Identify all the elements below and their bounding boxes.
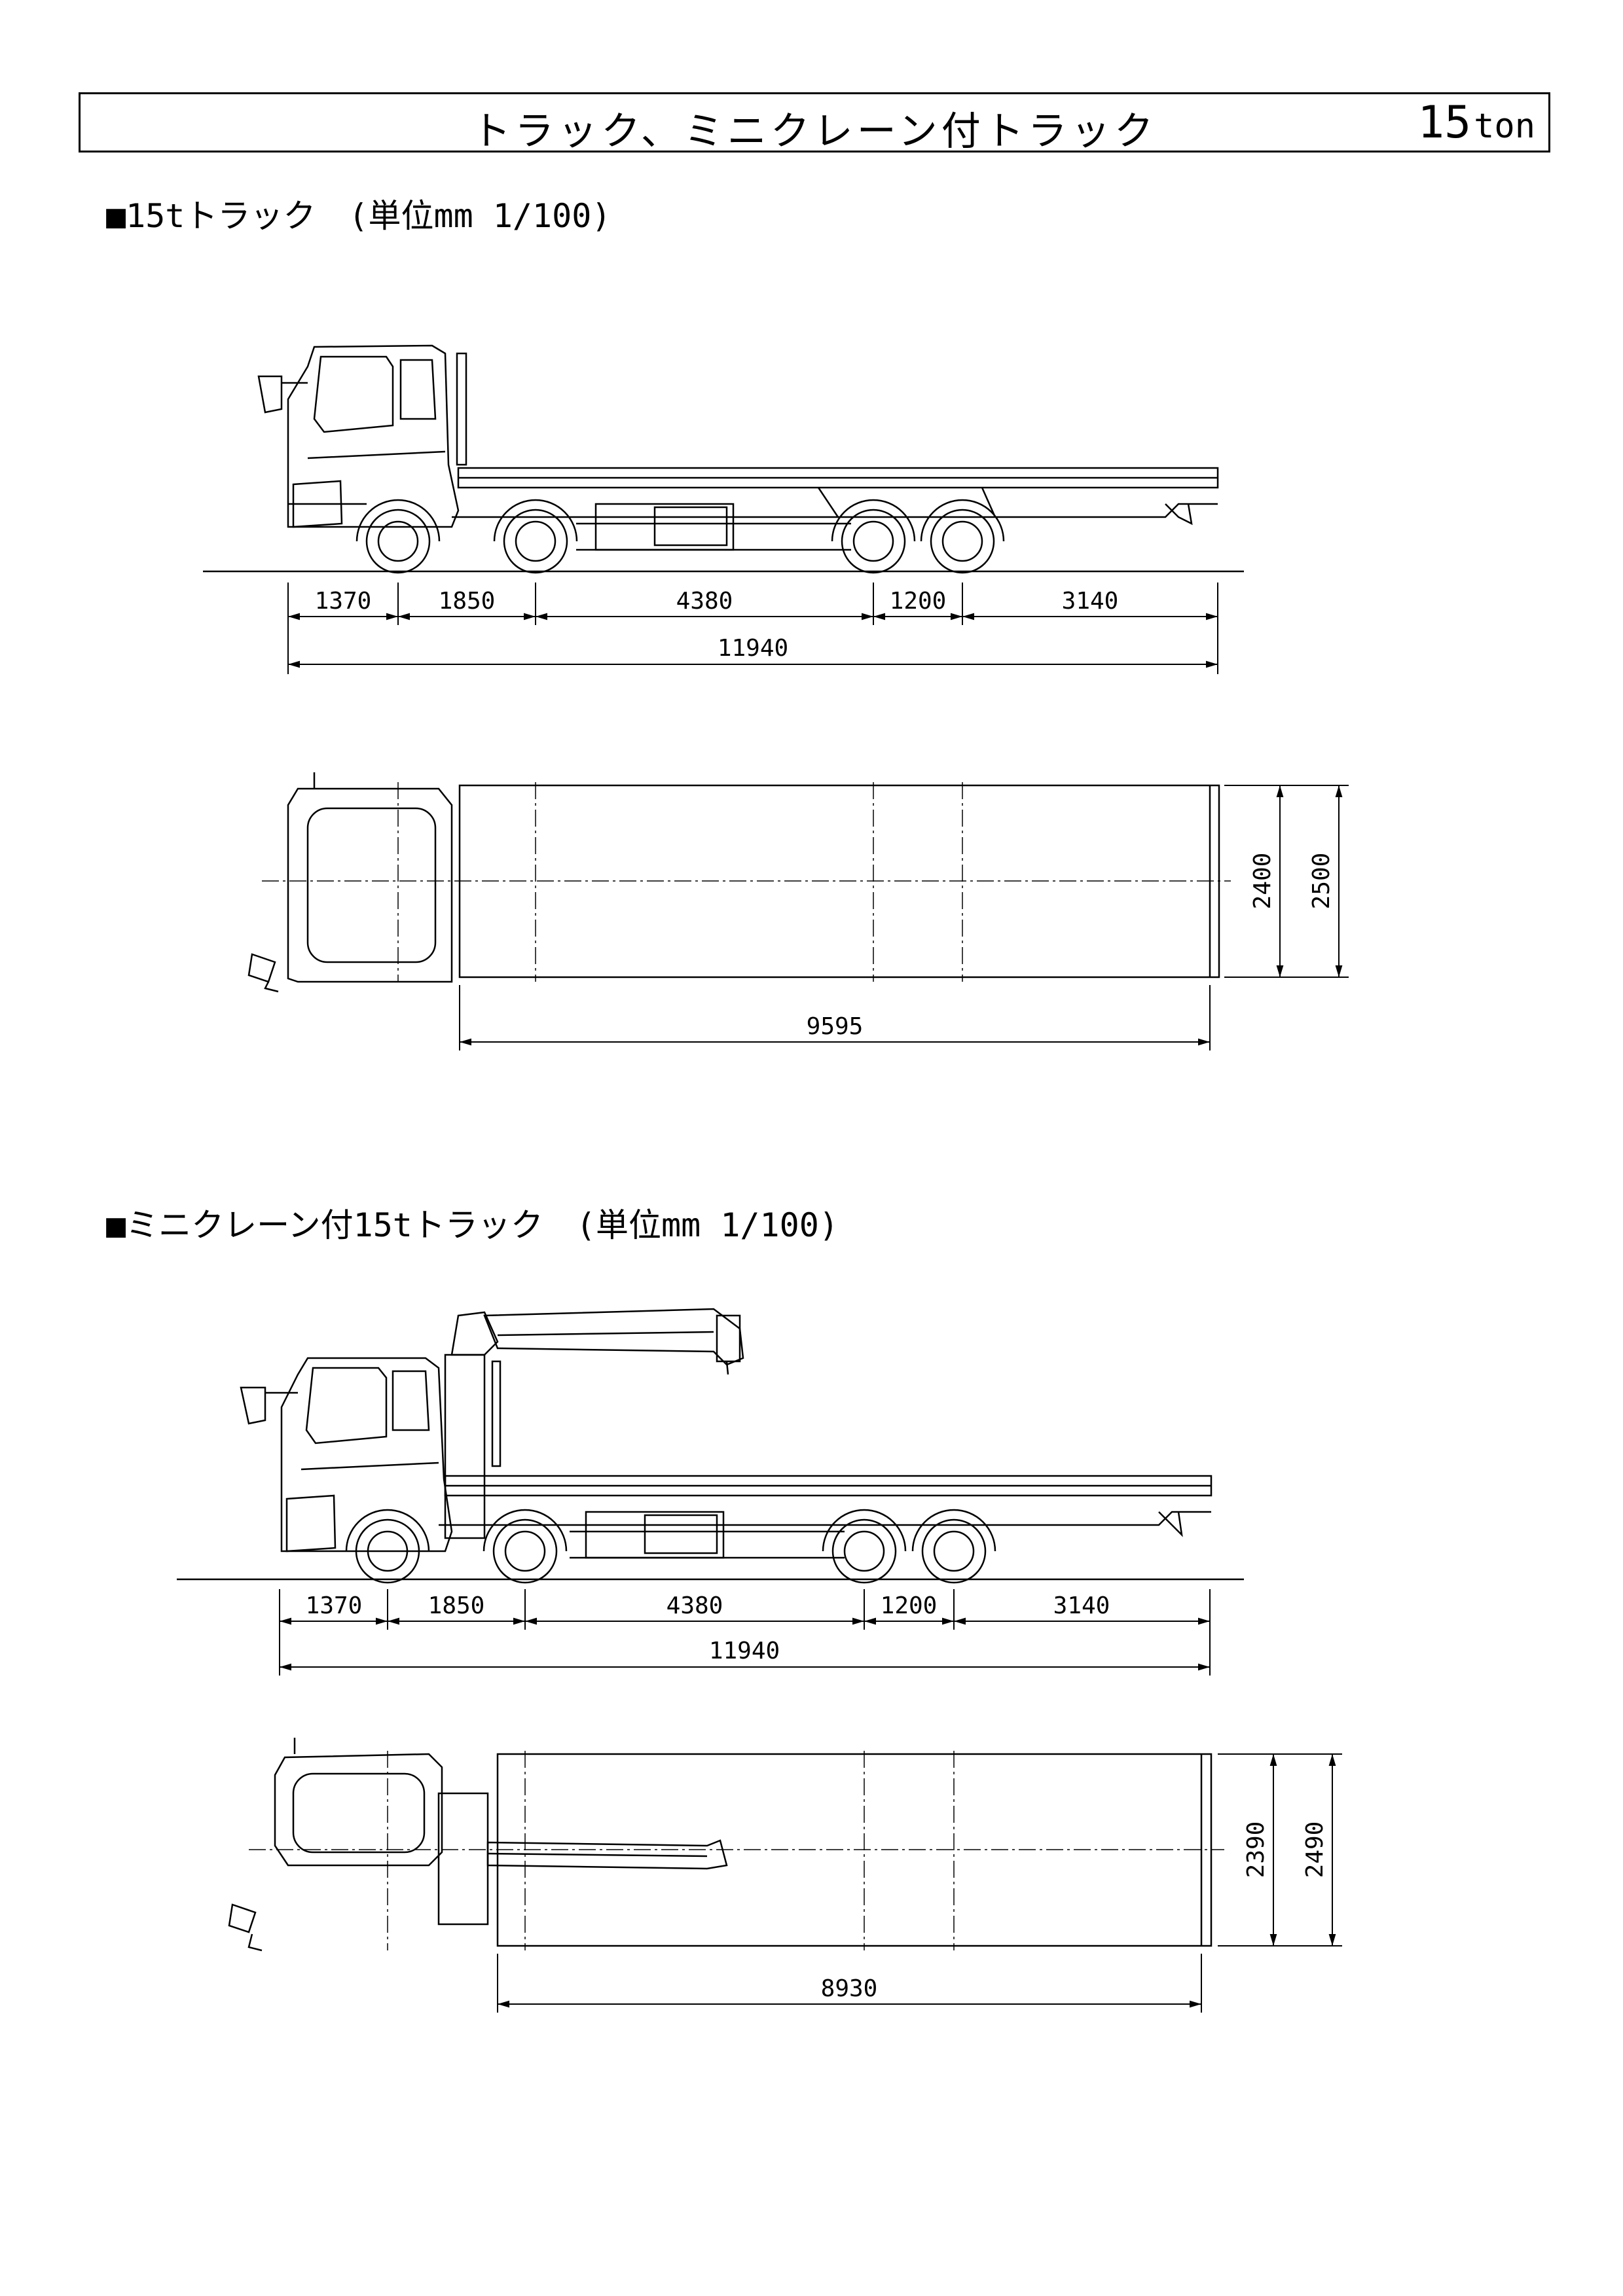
truck-2-side-dimensions [279, 1589, 1211, 1676]
s2-dim-5: 3140 [1053, 1592, 1110, 1619]
section-2-title: ■ミニクレーン付15tトラック (単位mm 1/100) [106, 1206, 839, 1244]
crane [444, 1308, 744, 1539]
wheel-front-2 [493, 499, 578, 574]
fuel-tank [585, 1511, 725, 1559]
cab-top [274, 1753, 443, 1867]
truck-1-side-view [203, 344, 1244, 574]
wheel-rear-2 [911, 1509, 996, 1584]
s2-dim-4: 1200 [881, 1592, 938, 1619]
crane-top [437, 1792, 728, 1926]
s1-dim-5: 3140 [1062, 588, 1119, 615]
s2-dim-1: 1370 [306, 1592, 363, 1619]
s2-dim-3: 4380 [666, 1592, 723, 1619]
cargo-deck [457, 467, 1219, 489]
s1-width-outer: 2500 [1308, 853, 1335, 910]
s2-overall-length: 11940 [709, 1638, 780, 1664]
wheel-front-1 [356, 499, 441, 574]
cab-outline [280, 1357, 453, 1552]
s1-bed-length: 9595 [807, 1013, 864, 1040]
wheel-front-2 [483, 1509, 568, 1584]
s1-overall-length: 11940 [718, 635, 788, 662]
cab-top [287, 787, 453, 983]
centerlines-1 [262, 782, 1231, 982]
truck-2-top-view [228, 1738, 1213, 1952]
s1-dim-3: 4380 [676, 588, 733, 615]
truck-2-top-dimensions [497, 1753, 1342, 2013]
s1-dim-1: 1370 [315, 588, 372, 615]
truck-1-side-dimensions [287, 583, 1218, 674]
s1-width-inner: 2400 [1249, 853, 1276, 910]
s2-bed-length: 8930 [821, 1975, 878, 2002]
s1-dim-2: 1850 [439, 588, 496, 615]
tonnage-value: 15 [1417, 97, 1472, 149]
truck-1-top-view [247, 772, 1220, 993]
s1-dim-4: 1200 [890, 588, 947, 615]
centerlines-2 [249, 1751, 1224, 1950]
tonnage-label: 15ton [1417, 97, 1535, 149]
wheel-rear-2 [920, 499, 1005, 574]
truck-1-top-dimensions [459, 785, 1349, 1050]
fuel-tank [594, 503, 735, 551]
tonnage-unit: ton [1474, 107, 1535, 146]
s2-dim-2: 1850 [428, 1592, 485, 1619]
wheel-front-1 [345, 1509, 430, 1584]
mirror-icon [257, 375, 283, 414]
page-title: トラック、ミニクレーン付トラック [471, 109, 1158, 154]
section-1-title: ■15tトラック (単位mm 1/100) [106, 197, 611, 235]
wheel-rear-1 [831, 499, 916, 574]
truck-2-side-view [177, 1308, 1244, 1584]
wheel-rear-1 [822, 1509, 907, 1584]
cargo-deck [444, 1475, 1213, 1497]
s2-width-inner: 2390 [1243, 1821, 1269, 1878]
header-box: トラック、ミニクレーン付トラック 15ton [79, 92, 1550, 154]
mirror-icon [228, 1903, 257, 1933]
headboard [456, 352, 467, 466]
s2-width-outer: 2490 [1302, 1821, 1328, 1878]
mirror-icon [240, 1386, 266, 1425]
mirror-icon [247, 953, 276, 983]
